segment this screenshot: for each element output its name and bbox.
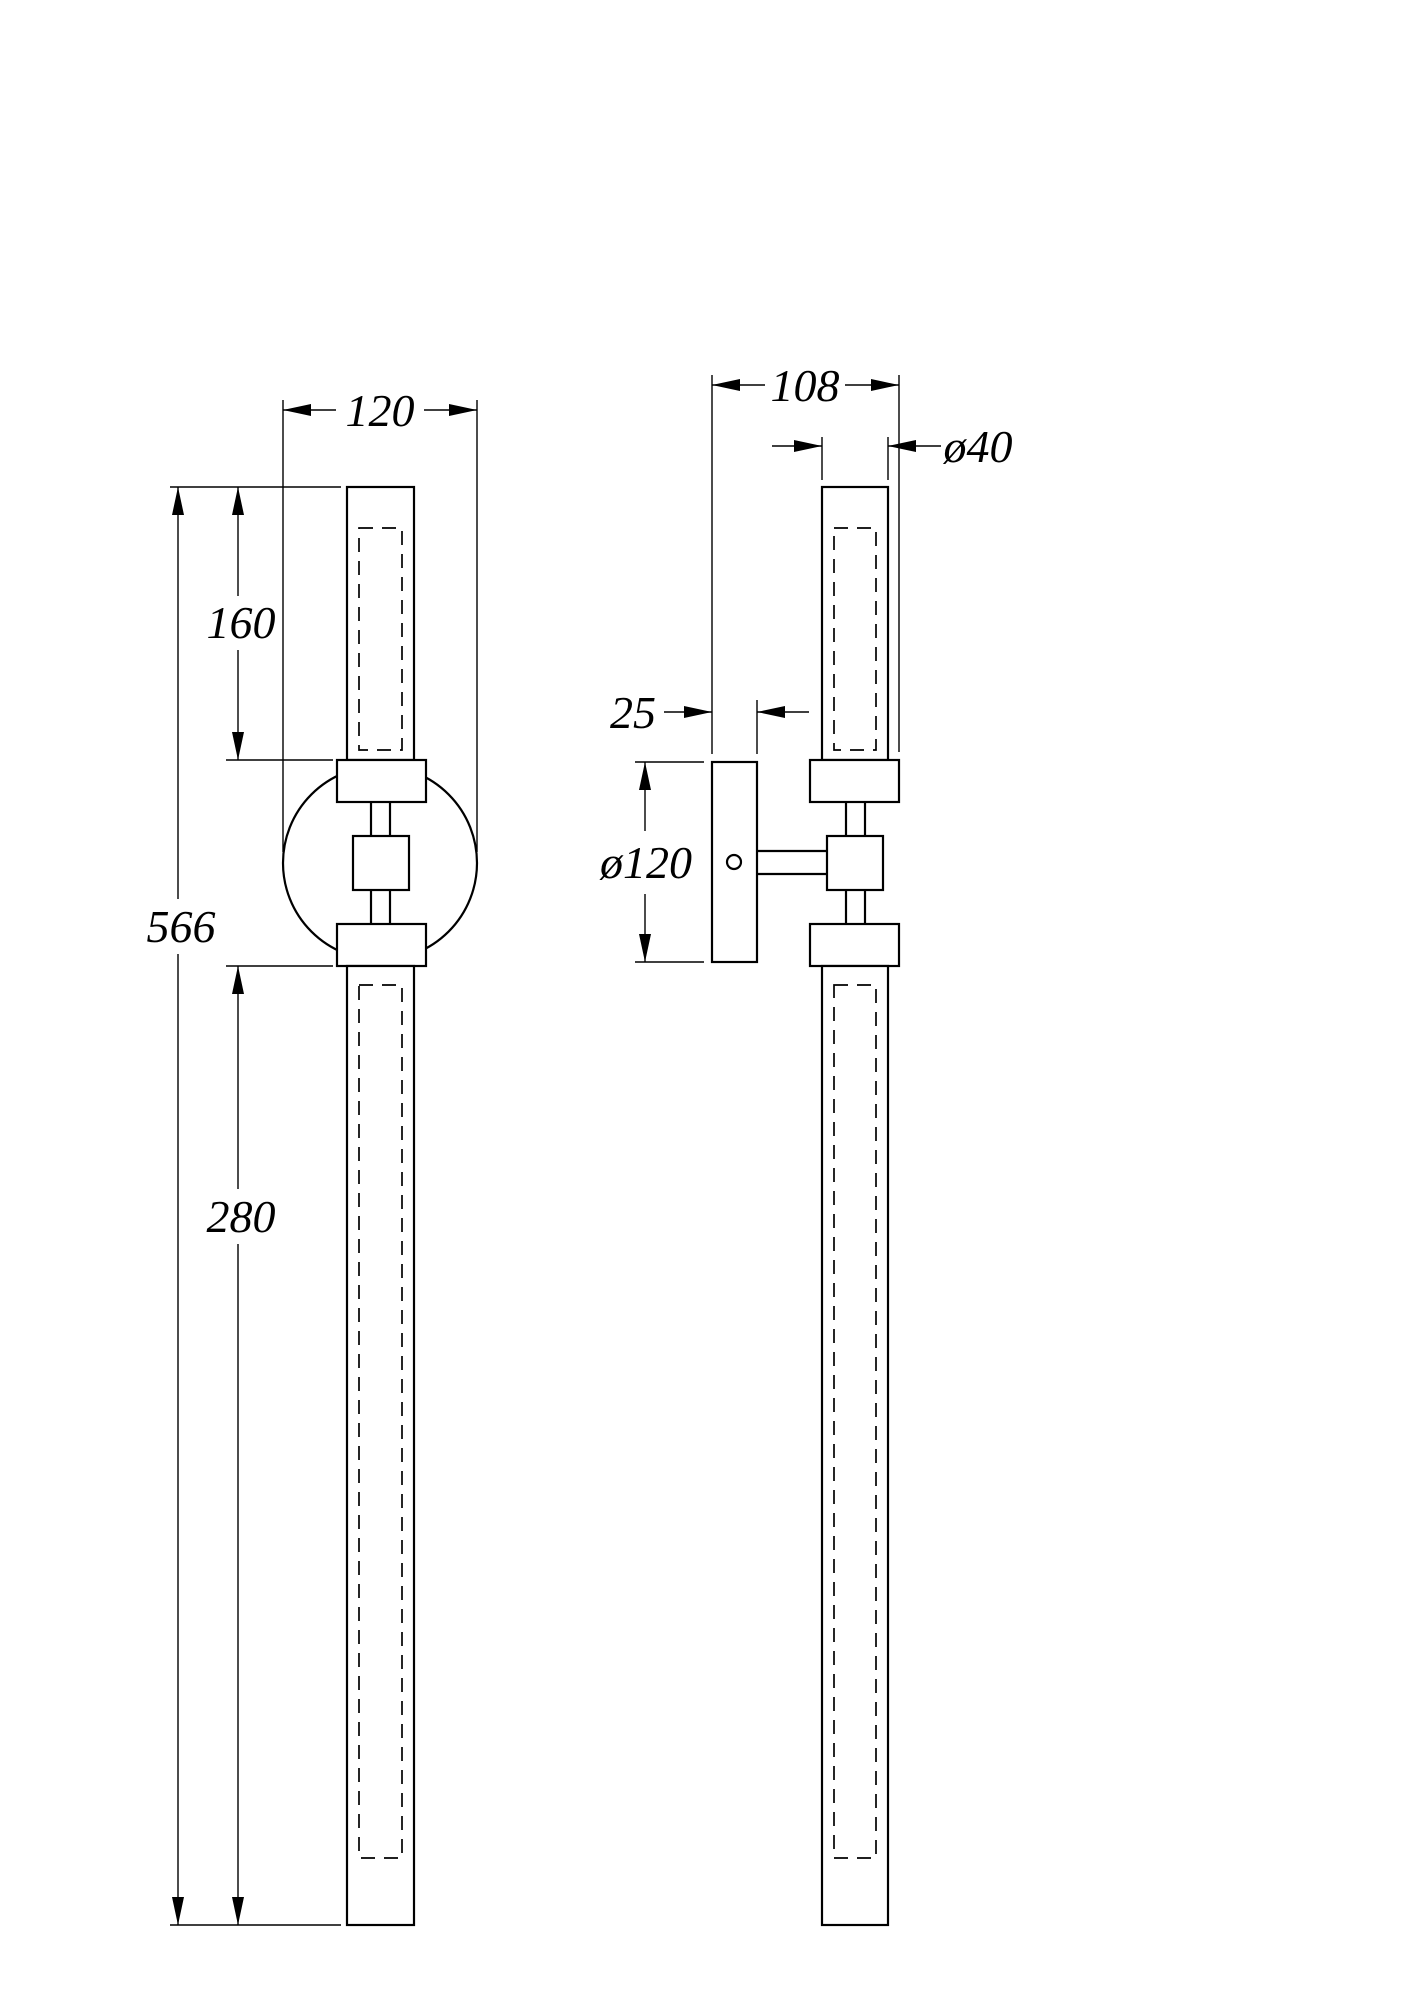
side-view [710,485,901,1927]
arrowhead [794,440,822,452]
dim-label-108: 108 [771,360,840,411]
front-top-tube [345,485,416,762]
side-dimensions: 108 ø40 25 ø120 [599,360,1013,963]
front-dimensions: 120 160 566 280 [147,385,478,1926]
dim-front-width: 120 [282,385,478,852]
screw-hole [725,853,743,871]
front-bottom-tube [345,964,416,1927]
arrowhead [449,404,477,416]
wall-plate [710,760,759,964]
side-bottom-tube [820,964,890,1927]
dim-label-40: ø40 [943,421,1013,472]
dim-side-plate-thickness: 25 [610,687,809,754]
dim-label-25: 25 [610,687,656,738]
front-bottom-socket-cap [335,922,428,968]
arrowhead [712,379,740,391]
arrowhead [232,1897,244,1925]
dim-label-120dia: ø120 [599,837,692,888]
dim-side-plate-diameter: ø120 [599,761,704,963]
side-top-tube-inner-dashed [833,527,877,751]
front-view [281,485,479,1927]
arrowhead [888,440,916,452]
dim-label-120: 120 [346,385,415,436]
arrowhead [232,487,244,515]
side-center-block [825,834,885,892]
front-center-block [351,834,411,892]
dim-side-tube-diameter: ø40 [772,421,1013,480]
arrowhead [871,379,899,391]
arrowhead [283,404,311,416]
dim-label-566: 566 [147,901,216,952]
side-bottom-socket-cap [808,922,901,968]
arrowhead [172,487,184,515]
arrowhead [757,706,785,718]
side-bottom-tube-inner-dashed [833,984,877,1859]
dim-label-160: 160 [207,597,276,648]
arrowhead [639,762,651,790]
front-top-tube-inner-dashed [358,527,403,751]
dim-front-bottom-tube: 280 [207,965,333,1925]
arrowhead [232,732,244,760]
dim-side-depth: 108 [711,360,900,754]
side-top-socket-cap [808,758,901,804]
side-top-tube [820,485,890,762]
dim-label-280: 280 [207,1191,276,1242]
arrowhead [639,934,651,962]
dim-front-top-tube: 160 [207,487,333,761]
front-top-socket-cap [335,758,428,804]
arrowhead [232,966,244,994]
dim-front-total-height: 566 [147,487,216,1925]
arrowhead [684,706,712,718]
arrowhead [172,1897,184,1925]
